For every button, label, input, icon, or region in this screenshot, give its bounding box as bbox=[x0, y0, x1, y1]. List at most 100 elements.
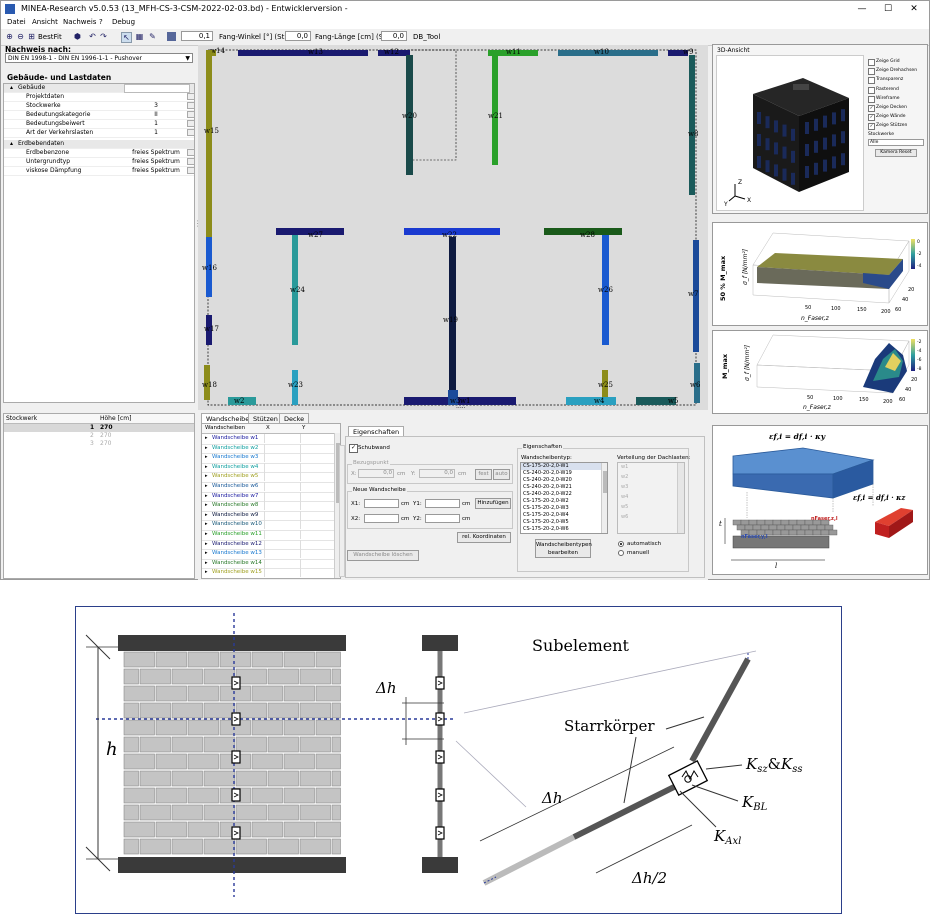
y2-input[interactable] bbox=[425, 514, 460, 523]
select-icon[interactable]: ↖ bbox=[121, 32, 132, 43]
cube-icon[interactable]: ⬢ bbox=[74, 32, 81, 41]
wall-list-item[interactable]: ▸Wandscheibe w3 bbox=[202, 453, 334, 464]
pg-row-ellipsis-button[interactable] bbox=[187, 167, 195, 174]
pg-row-ellipsis-button[interactable] bbox=[187, 158, 195, 165]
menu-nachweis[interactable]: Nachweis bbox=[63, 18, 97, 26]
wall-w11[interactable] bbox=[488, 50, 538, 56]
expand-arrow-icon[interactable]: ▸ bbox=[205, 435, 208, 441]
expand-arrow-icon[interactable]: ▸ bbox=[205, 463, 208, 470]
eigenschaften-scrollbar[interactable] bbox=[339, 445, 345, 577]
wall-w18[interactable] bbox=[204, 365, 210, 400]
wall-w10[interactable] bbox=[558, 50, 658, 56]
pg-row-ellipsis-button[interactable] bbox=[187, 93, 195, 100]
wall-w20[interactable] bbox=[406, 55, 413, 175]
wall-w17[interactable] bbox=[206, 315, 212, 345]
pg-row-value[interactable]: 3 bbox=[154, 102, 158, 109]
length-input[interactable]: 0,0 bbox=[381, 31, 407, 41]
auto-button[interactable]: auto bbox=[493, 469, 510, 480]
typ-scroll-thumb[interactable] bbox=[603, 471, 607, 493]
wall-w22[interactable] bbox=[404, 228, 500, 235]
pg-row-value[interactable]: 1 bbox=[154, 129, 158, 136]
typ-scrollbar[interactable] bbox=[601, 463, 607, 533]
pg-row-ellipsis-button[interactable] bbox=[187, 149, 195, 156]
wall-w24[interactable] bbox=[292, 235, 298, 345]
wall-w7[interactable] bbox=[693, 240, 699, 352]
stockwerk-height[interactable]: 270 bbox=[100, 424, 113, 431]
wall-w12[interactable] bbox=[378, 50, 410, 56]
zoom-fit-icon[interactable]: ⊞ bbox=[28, 32, 35, 41]
pg-row-ellipsis-button[interactable] bbox=[187, 120, 195, 127]
verteilung-list-item[interactable]: w6 bbox=[621, 514, 629, 520]
view3d-option-checkbox[interactable] bbox=[868, 59, 875, 66]
typ-list-item[interactable]: CS-240-20-2,0-W19 bbox=[523, 470, 572, 476]
wall-w25[interactable] bbox=[602, 370, 608, 405]
wall-list-item[interactable]: ▸Wandscheibe w8 bbox=[202, 501, 334, 512]
pg-row-value[interactable]: freies Spektrum bbox=[132, 158, 180, 165]
db-tool-button[interactable]: DB_Tool bbox=[413, 33, 441, 41]
wall-w8[interactable] bbox=[689, 55, 695, 195]
view3d-canvas[interactable]: Z Y X bbox=[716, 55, 864, 211]
wall-list-scrollbar[interactable] bbox=[334, 433, 340, 578]
wall-w13[interactable] bbox=[238, 50, 368, 56]
verteilung-scrollbar[interactable] bbox=[677, 463, 684, 533]
stockwerk-height[interactable]: 270 bbox=[100, 440, 112, 447]
typ-list-item[interactable]: CS-175-20-2,0-W4 bbox=[523, 512, 569, 518]
wall-w23[interactable] bbox=[292, 370, 298, 405]
typ-list-item[interactable]: CS-175-20-2,0-W2 bbox=[523, 498, 569, 504]
bezug-x-input[interactable]: 0,0 bbox=[358, 469, 394, 478]
nachweis-select[interactable]: DIN EN 1998-1 - DIN EN 1996-1-1 - Pushov… bbox=[5, 53, 193, 63]
wandscheibe-loeschen-button[interactable]: Wandscheibe löschen bbox=[347, 550, 419, 561]
wall-list-item[interactable]: ▸Wandscheibe w12 bbox=[202, 539, 334, 551]
expand-arrow-icon[interactable]: ▸ bbox=[205, 540, 208, 547]
schubwand-checkbox[interactable]: ✓ bbox=[349, 444, 358, 453]
building-3d-svg[interactable]: Z Y X bbox=[717, 56, 863, 210]
expand-arrow-icon[interactable]: ▸ bbox=[205, 492, 208, 499]
close-button[interactable]: ✕ bbox=[910, 4, 918, 14]
menu-help[interactable]: ? bbox=[99, 18, 103, 26]
pg-category-gebaeude[interactable]: ▴ Gebäude bbox=[4, 84, 194, 93]
menu-ansicht[interactable]: Ansicht bbox=[32, 18, 58, 26]
maximize-button[interactable]: ☐ bbox=[883, 4, 893, 14]
pg-category-erdbeben[interactable]: ▴ Erdbebendaten bbox=[4, 140, 194, 149]
wall-w15[interactable] bbox=[206, 50, 212, 240]
verteilung-list-item[interactable]: w4 bbox=[621, 494, 629, 500]
pg-row-value[interactable]: 1 bbox=[154, 120, 158, 127]
view3d-option-checkbox[interactable]: ✓ bbox=[868, 114, 875, 122]
wall-list-item[interactable]: ▸Wandscheibe w15 bbox=[202, 568, 334, 578]
typ-list-item[interactable]: CS-240-20-2,0-W21 bbox=[523, 484, 572, 490]
wall-list-item[interactable]: ▸Wandscheibe w2 bbox=[202, 443, 334, 455]
expand-arrow-icon[interactable]: ▸ bbox=[205, 454, 208, 461]
wall-w3[interactable] bbox=[448, 390, 458, 405]
typ-list-item[interactable]: CS-175-20-2,0-W1 bbox=[521, 463, 601, 470]
wall-list-item[interactable]: ▸Wandscheibe w5 bbox=[202, 472, 334, 483]
verteilung-list-item[interactable]: w5 bbox=[621, 504, 629, 510]
wall-w5[interactable] bbox=[636, 397, 676, 405]
expand-arrow-icon[interactable]: ▸ bbox=[205, 559, 208, 566]
typ-list-item[interactable]: CS-175-20-2,0-W3 bbox=[523, 505, 569, 511]
pg-row-ellipsis-button[interactable] bbox=[187, 111, 195, 118]
redo-icon[interactable]: ↷ bbox=[100, 32, 107, 41]
tab-stuetzen[interactable]: Stützen bbox=[248, 413, 283, 423]
kamera-reset-button[interactable]: Kamera Reset bbox=[875, 149, 917, 157]
pg-row[interactable]: Projektdaten bbox=[4, 93, 195, 102]
fest-button[interactable]: fest bbox=[475, 469, 492, 480]
stockwerke-select[interactable]: Alle bbox=[868, 139, 924, 146]
bestfit-button[interactable]: BestFit bbox=[38, 33, 62, 41]
expand-arrow-icon[interactable]: ▸ bbox=[205, 531, 208, 537]
view3d-option-checkbox[interactable] bbox=[868, 68, 875, 76]
wall-w1[interactable] bbox=[404, 397, 516, 405]
view3d-option-checkbox[interactable] bbox=[868, 95, 875, 103]
hinzufuegen-button[interactable]: Hinzufügen bbox=[475, 498, 511, 509]
typ-list-item[interactable]: CS-175-20-2,0-W6 bbox=[523, 526, 569, 532]
typen-bearbeiten-button[interactable]: Wandscheibentypen bearbeiten bbox=[535, 539, 592, 558]
wall-w27[interactable] bbox=[276, 228, 344, 235]
